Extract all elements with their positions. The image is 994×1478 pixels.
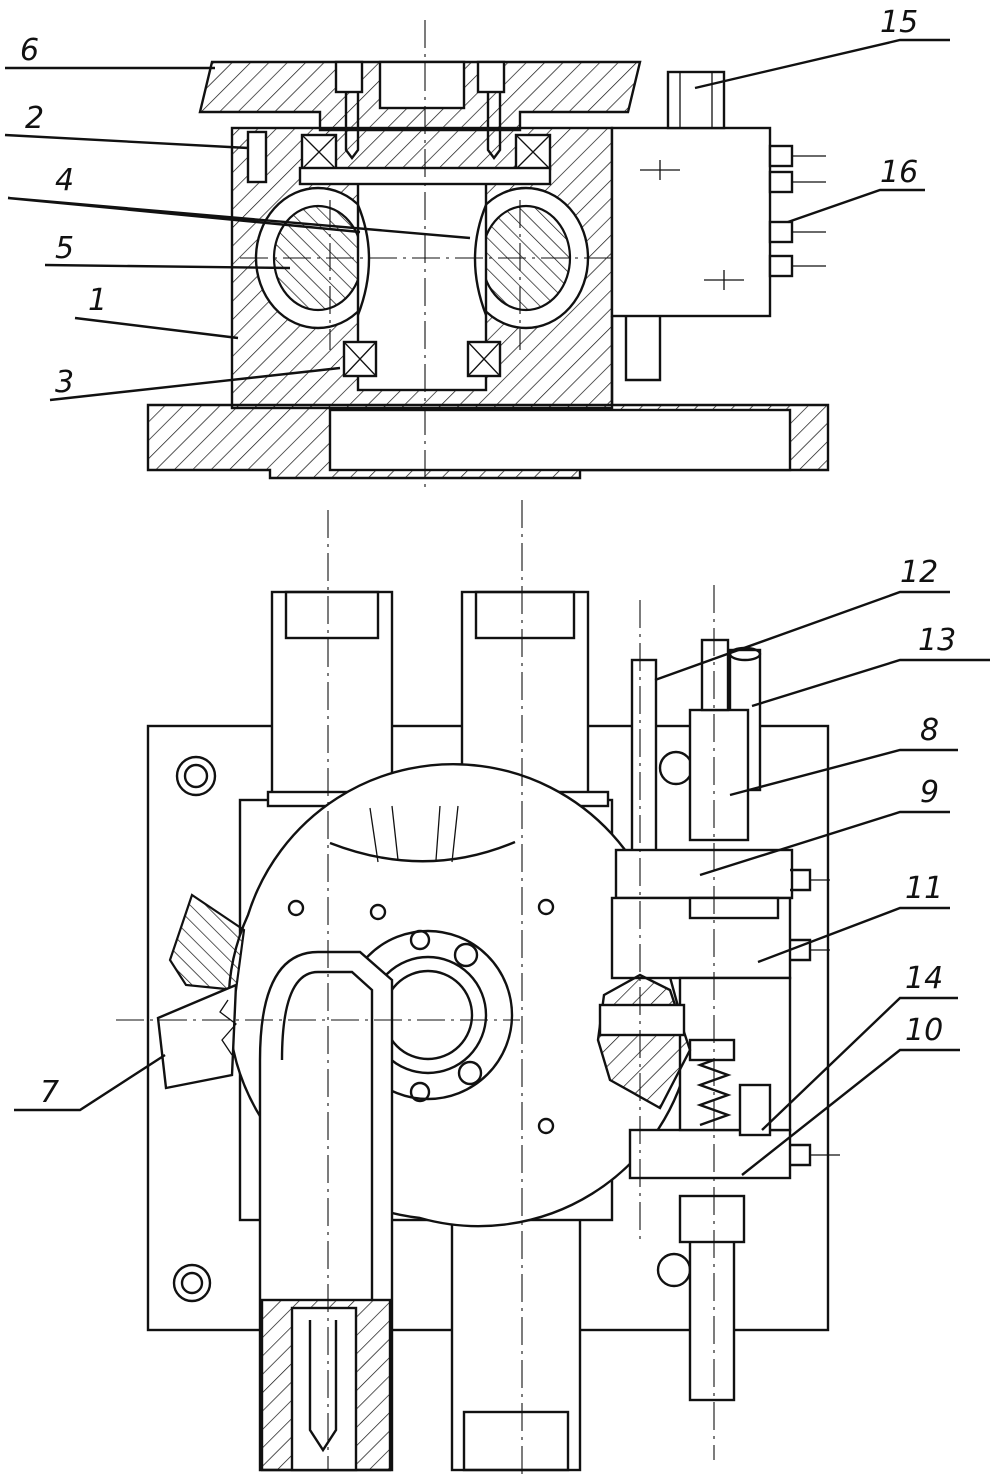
label-2: 2 — [25, 101, 44, 136]
side-block — [610, 126, 772, 318]
label-8: 8 — [920, 713, 939, 748]
label-5: 5 — [55, 231, 74, 266]
base-plate-recess — [328, 408, 792, 472]
label-13: 13 — [918, 623, 956, 658]
mount-hole-top-left — [175, 755, 217, 797]
central-shaft — [356, 178, 488, 392]
piston-8 — [688, 708, 750, 842]
callouts: 6 2 4 5 1 3 15 16 12 13 8 9 11 14 10 7 — [4, 5, 990, 1176]
lower-guide — [450, 1208, 582, 1472]
label-9: 9 — [920, 775, 939, 810]
label-10: 10 — [905, 1013, 943, 1048]
bolt-group-16 — [768, 144, 826, 278]
shaft-neck — [356, 204, 488, 316]
label-15: 15 — [880, 5, 918, 40]
top-section-view — [146, 20, 830, 492]
bottom-plan-view — [116, 500, 840, 1478]
left-guide-upper — [270, 590, 394, 802]
clamp-part-7 — [168, 893, 246, 992]
bolt-15-head — [666, 70, 726, 130]
cover-bore — [378, 60, 466, 110]
label-4: 4 — [55, 163, 74, 198]
block-10 — [628, 1128, 792, 1180]
label-12: 12 — [900, 555, 938, 590]
label-16: 16 — [880, 155, 918, 190]
label-7: 7 — [40, 1075, 59, 1110]
label-1: 1 — [88, 283, 107, 318]
mount-hole-bottom-left — [172, 1263, 212, 1303]
label-11: 11 — [905, 871, 943, 906]
label-14: 14 — [905, 961, 943, 996]
rod-12 — [630, 658, 658, 862]
label-6: 6 — [20, 33, 39, 68]
label-3: 3 — [55, 365, 74, 400]
